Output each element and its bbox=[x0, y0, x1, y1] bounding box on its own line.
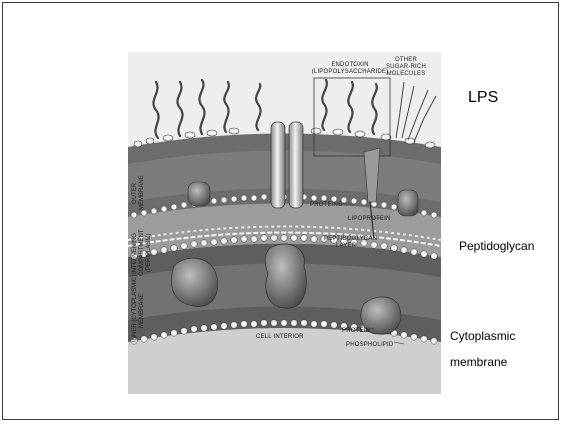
lps-label: LPS bbox=[468, 88, 498, 108]
protein-label: PROTEIN bbox=[342, 328, 370, 334]
cytoplasmic-membrane-label: membrane bbox=[450, 352, 507, 372]
phospholipid-label: PHOSPHOLIPID bbox=[346, 342, 394, 348]
cell-interior-label: CELL INTERIOR bbox=[256, 334, 304, 340]
inner-membrane-side-label: MEMBRANE bbox=[139, 293, 145, 328]
endotoxin-label: ENDOTOXIN bbox=[331, 62, 368, 68]
outer-membrane-protein bbox=[188, 182, 210, 206]
proteins-label: PROTEINS bbox=[310, 202, 342, 208]
outer-membrane-side-label: MEMBRANE bbox=[139, 175, 145, 210]
peptidoglycan-layer-label: PEPTIDOGLYCAN bbox=[324, 236, 377, 242]
endotoxin-label: (LIPOPOLYSACCHARIDE) bbox=[312, 69, 389, 75]
other-molecules-label: MOLECULES bbox=[387, 71, 426, 77]
other-molecules-label: SUGAR-RICH bbox=[386, 64, 426, 70]
peptidoglycan-label: Peptidoglycan bbox=[459, 236, 534, 256]
cytoplasmic-membrane-label: Cytoplasmic bbox=[450, 326, 515, 346]
peptidoglycan-layer-label: LAYER bbox=[336, 243, 357, 249]
inner-membrane-protein bbox=[171, 258, 217, 306]
outer-membrane-side-label: OUTER bbox=[132, 182, 138, 204]
periplasm-side-label: (PERIPLASM) bbox=[146, 234, 152, 272]
cell-envelope-figure: ENDOTOXIN (LIPOPOLYSACCHARIDE) OTHER SUG… bbox=[128, 52, 441, 394]
inner-membrane-side-label: INNER (CYTOPLASMIC) bbox=[132, 275, 138, 342]
lipoprotein-label: LIPOPROTEIN bbox=[348, 216, 391, 222]
periplasm-side-label: INTERVENING bbox=[132, 233, 138, 274]
inner-membrane-protein bbox=[265, 244, 306, 308]
periplasm-side-label: COMPARTMENT bbox=[139, 229, 145, 276]
outer-membrane-protein bbox=[398, 190, 418, 216]
other-molecules-label: OTHER bbox=[395, 57, 417, 63]
